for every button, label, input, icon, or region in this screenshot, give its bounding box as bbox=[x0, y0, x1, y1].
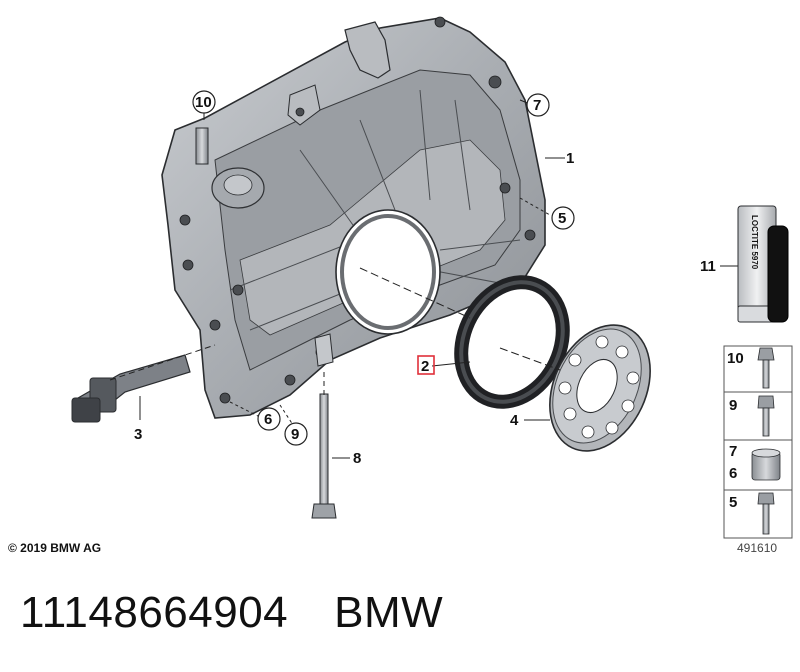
svg-text:3: 3 bbox=[134, 426, 142, 443]
sealant-tube: LOCTITE 5970 bbox=[737, 205, 789, 323]
tube-label: LOCTITE 5970 bbox=[750, 215, 759, 270]
svg-text:2: 2 bbox=[421, 358, 429, 375]
parts-legend: 10 9 7 6 5 bbox=[723, 345, 793, 539]
svg-text:11: 11 bbox=[700, 258, 716, 275]
svg-text:1: 1 bbox=[566, 150, 574, 167]
callout-8: 8 bbox=[353, 450, 361, 467]
callout-2: 2 bbox=[417, 355, 435, 375]
sensor-part bbox=[71, 354, 191, 423]
seal-ring bbox=[454, 275, 570, 409]
timing-cover bbox=[161, 16, 546, 419]
leader-lines bbox=[109, 99, 740, 459]
callout-5: 5 bbox=[551, 206, 575, 230]
callout-3: 3 bbox=[134, 426, 142, 443]
parts-diagram: 1 2 3 4 5 6 7 8 9 10 11 LOCTITE 5970 bbox=[71, 16, 793, 539]
legend-label-9: 9 bbox=[729, 397, 737, 414]
svg-text:8: 8 bbox=[353, 450, 361, 467]
copyright-text: © 2019 BMW AG bbox=[8, 541, 102, 555]
svg-text:5: 5 bbox=[558, 210, 566, 227]
svg-text:9: 9 bbox=[291, 426, 299, 443]
sleeve-icon bbox=[751, 448, 781, 481]
diagram-id: 491610 bbox=[737, 541, 778, 555]
callout-10: 10 bbox=[192, 90, 216, 114]
svg-text:6: 6 bbox=[264, 411, 272, 428]
callout-11: 11 bbox=[700, 258, 716, 275]
svg-text:4: 4 bbox=[510, 412, 519, 429]
long-bolt bbox=[311, 393, 337, 519]
legend-label-10: 10 bbox=[727, 350, 744, 367]
legend-label-7: 7 bbox=[729, 443, 737, 460]
legend-label-6: 6 bbox=[729, 465, 737, 482]
svg-text:7: 7 bbox=[533, 97, 541, 114]
trigger-wheel bbox=[549, 324, 651, 452]
callout-7: 7 bbox=[526, 93, 550, 117]
bolt-9-icon bbox=[757, 395, 775, 437]
part-caption: 11148664904 BMW bbox=[20, 588, 443, 638]
callout-6: 6 bbox=[257, 407, 281, 431]
svg-text:10: 10 bbox=[195, 94, 212, 111]
bolt-10-icon bbox=[757, 347, 775, 389]
legend-label-5: 5 bbox=[729, 494, 737, 511]
brand-name: BMW bbox=[334, 588, 444, 637]
part-number: 11148664904 bbox=[20, 588, 289, 637]
bolt-5-icon bbox=[757, 492, 775, 535]
callout-1: 1 bbox=[566, 150, 574, 167]
callout-9: 9 bbox=[284, 422, 308, 446]
callout-4: 4 bbox=[510, 412, 519, 429]
